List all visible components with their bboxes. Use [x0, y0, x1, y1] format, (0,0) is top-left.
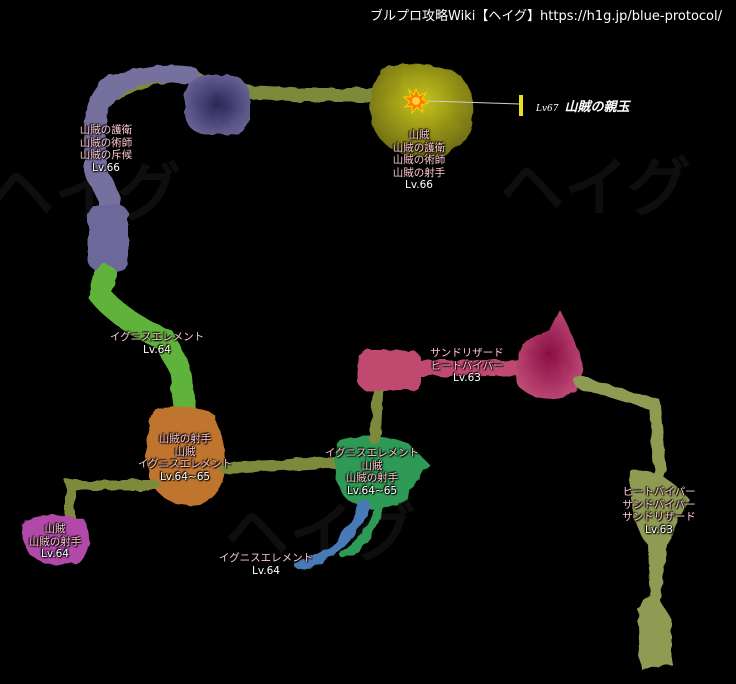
- enemy-name: 山賊: [408, 129, 430, 141]
- enemy-name: 山賊: [361, 459, 383, 472]
- enemy-name: ヒートバイパー: [622, 486, 696, 498]
- enemy-name: 山賊: [174, 445, 196, 458]
- enemy-name: イグニスエレメント: [218, 552, 314, 564]
- area-label-blue-path[interactable]: イグニスエレメント Lv.64: [219, 552, 313, 577]
- area-label-violet-area[interactable]: 山賊 山賊の射手 Lv.64: [29, 523, 82, 561]
- path-orange-to-teal: [219, 456, 341, 474]
- enemy-level: Lv.64: [41, 548, 69, 560]
- boss-name: 山賊の親玉: [564, 100, 630, 115]
- enemy-name: 山賊の射手: [28, 535, 82, 548]
- path-violet-to-orange: [65, 480, 160, 530]
- enemy-level: Lv.66: [405, 179, 433, 191]
- area-pink: [358, 350, 420, 390]
- watermark-text-2: ヘイグ: [500, 152, 691, 226]
- boss-level: Lv67: [536, 104, 559, 114]
- enemy-level: Lv.66: [92, 161, 120, 174]
- enemy-name: 山賊の射手: [392, 166, 446, 179]
- area-dark-purple: [185, 75, 250, 135]
- enemy-level: Lv.64: [252, 564, 280, 577]
- path-teal-tail: [340, 500, 385, 560]
- enemy-name: 山賊の射手: [158, 433, 212, 445]
- path-purple-top: [106, 64, 199, 94]
- path-blue: [295, 500, 370, 570]
- enemy-level: Lv.64~65: [159, 470, 211, 483]
- enemy-name: 山賊の護衛: [392, 141, 446, 154]
- enemy-level: Lv.64~65: [346, 484, 398, 497]
- area-label-east-corridor[interactable]: ヒートバイパー サンドバイパー サンドリザード Lv.63: [622, 486, 696, 536]
- area-label-green-corridor[interactable]: イグニスエレメント Lv.64: [110, 331, 204, 356]
- area-label-teal-area[interactable]: イグニスエレメント 山賊 山賊の射手 Lv.64~65: [325, 447, 419, 497]
- enemy-level: Lv.64: [143, 343, 171, 356]
- area-magenta: [516, 310, 583, 399]
- area-purple-lower: [88, 205, 128, 270]
- enemy-name: サンドリザード: [430, 347, 504, 359]
- enemy-name: イグニスエレメント: [109, 331, 205, 343]
- area-violet: [22, 515, 90, 565]
- enemy-name: サンドリザード: [622, 511, 696, 523]
- area-east: [629, 469, 690, 668]
- boss-pointer-bar: [519, 95, 523, 116]
- enemy-name: 山賊の術師: [79, 136, 133, 149]
- boss-pointer-line: [427, 100, 521, 105]
- enemy-name: 山賊の射手: [345, 472, 399, 484]
- path-teal-to-pink: [370, 380, 383, 445]
- enemy-level: Lv.63: [645, 523, 673, 536]
- area-label-pink-area[interactable]: サンドリザード ヒートバイパー Lv.63: [430, 347, 504, 385]
- area-label-orange-area[interactable]: 山賊の射手 山賊 イグニスエレメント Lv.64~65: [138, 433, 232, 483]
- enemy-name: 山賊の術師: [392, 154, 446, 166]
- path-green-corridor: [88, 264, 196, 421]
- site-credit: ブルプロ攻略Wiki【ヘイグ】https://h1g.jp/blue-proto…: [370, 9, 722, 24]
- area-teal: [334, 436, 430, 510]
- boss-label: Lv67 山賊の親玉: [536, 96, 630, 115]
- boss-burst-icon[interactable]: [402, 87, 430, 115]
- enemy-name: サンドバイパー: [622, 498, 696, 511]
- enemy-name: 山賊: [44, 523, 66, 535]
- area-label-boss-area[interactable]: 山賊 山賊の護衛 山賊の術師 山賊の射手 Lv.66: [393, 129, 446, 192]
- enemy-name: ヒートバイパー: [430, 359, 504, 372]
- enemy-name: イグニスエレメント: [324, 447, 420, 459]
- area-label-nw-enemies[interactable]: 山賊の護衛 山賊の術師 山賊の斥候 Lv.66: [80, 124, 133, 174]
- enemy-name: 山賊の斥候: [79, 149, 133, 161]
- area-orange: [146, 406, 226, 506]
- enemy-level: Lv.63: [453, 372, 481, 384]
- enemy-name: 山賊の護衛: [79, 124, 133, 136]
- enemy-name: イグニスエレメント: [137, 458, 233, 470]
